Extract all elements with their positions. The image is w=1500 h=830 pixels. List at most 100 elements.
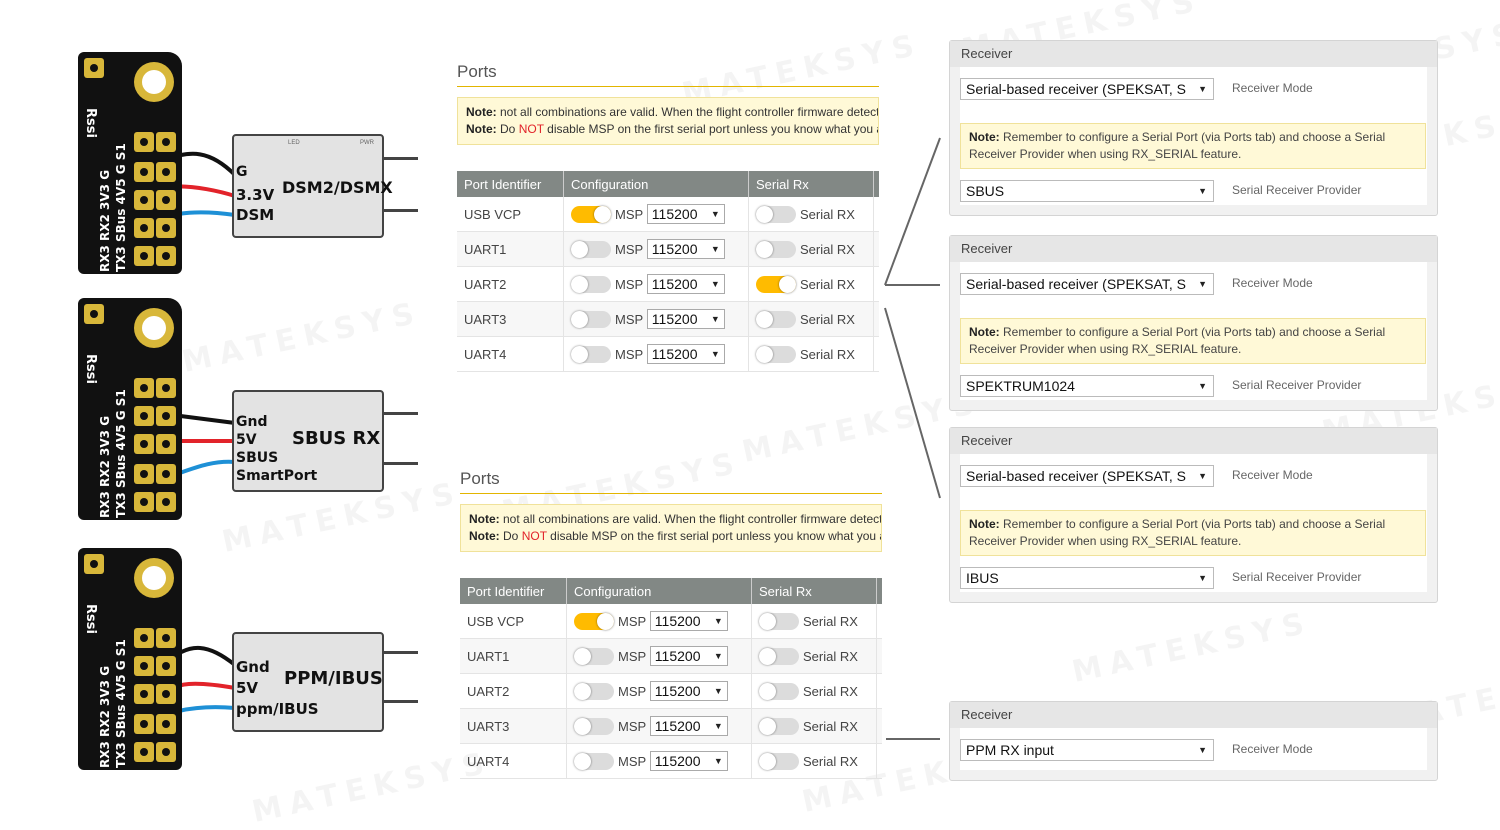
overflow-cell <box>873 266 879 302</box>
port-identifier: UART3 <box>460 708 567 744</box>
pad <box>156 492 176 512</box>
receiver-mode-select[interactable]: Serial-based receiver (SPEKSAT, S <box>960 273 1214 295</box>
serial-rx-toggle[interactable] <box>756 310 796 328</box>
pad <box>84 554 104 574</box>
baud-select[interactable]: 115200 <box>649 611 728 631</box>
pad <box>134 406 154 426</box>
pin-label: 3.3V <box>236 186 275 204</box>
pad <box>156 656 176 676</box>
serial-provider-select[interactable]: SPEKTRUM1024 <box>960 375 1214 397</box>
baud-select[interactable]: 115200 <box>646 344 725 364</box>
receiver-panel-4: Receiver PPM RX input Receiver Mode <box>949 701 1438 781</box>
pad <box>134 190 154 210</box>
pad <box>156 742 176 762</box>
note-text: Do <box>499 529 522 543</box>
note-text: Remember to configure a Serial Port (via… <box>969 325 1386 356</box>
receiver-mode-select[interactable]: PPM RX input <box>960 739 1214 761</box>
receiver-note: Note: Remember to configure a Serial Por… <box>960 318 1426 364</box>
msp-label: MSP <box>615 346 644 362</box>
configuration-cell: MSP 115200 <box>566 673 752 709</box>
header-serial-rx: Serial Rx <box>748 171 874 197</box>
serial-provider-select[interactable]: IBUS <box>960 567 1214 589</box>
header-configuration: Configuration <box>566 578 752 604</box>
overflow-cell <box>876 708 882 744</box>
serial-rx-label: Serial RX <box>800 241 855 257</box>
baud-select[interactable]: 115200 <box>649 646 728 666</box>
serial-provider-select[interactable]: SBUS <box>960 180 1214 202</box>
note-label: Note: <box>469 512 500 526</box>
baud-select[interactable]: 115200 <box>646 204 725 224</box>
baud-select[interactable]: 115200 <box>649 751 728 771</box>
msp-toggle[interactable] <box>574 612 614 630</box>
pad <box>134 742 154 762</box>
receiver-mode-label: Receiver Mode <box>1232 468 1313 482</box>
ports-note: Note: not all combinations are valid. Wh… <box>457 97 879 145</box>
overflow-cell <box>876 604 882 639</box>
led-label: LED <box>288 140 300 146</box>
serial-rx-toggle[interactable] <box>756 275 796 293</box>
serial-rx-toggle[interactable] <box>756 240 796 258</box>
msp-toggle[interactable] <box>571 310 611 328</box>
msp-toggle[interactable] <box>574 682 614 700</box>
receiver-mode-label: Receiver Mode <box>1232 276 1313 290</box>
msp-toggle[interactable] <box>571 205 611 223</box>
msp-label: MSP <box>615 241 644 257</box>
baud-select[interactable]: 115200 <box>649 716 728 736</box>
serial-rx-label: Serial RX <box>800 311 855 327</box>
serial-rx-toggle[interactable] <box>759 612 799 630</box>
pad <box>156 218 176 238</box>
silk-col1: TX3 SBus 4V5 G S1 <box>114 639 128 768</box>
receiver-body: Serial-based receiver (SPEKSAT, S Receiv… <box>960 262 1427 400</box>
ports-panel-1: Ports Note: not all combinations are val… <box>457 62 879 372</box>
msp-toggle[interactable] <box>574 752 614 770</box>
receiver-header: Receiver <box>950 236 1437 262</box>
pad <box>156 464 176 484</box>
pin-label: SmartPort <box>236 468 318 484</box>
msp-toggle[interactable] <box>574 647 614 665</box>
receiver-mode-select[interactable]: Serial-based receiver (SPEKSAT, S <box>960 78 1214 100</box>
msp-toggle[interactable] <box>574 717 614 735</box>
overflow-cell <box>873 197 879 232</box>
serial-rx-cell: Serial RX <box>751 673 877 709</box>
receiver-header: Receiver <box>950 702 1437 728</box>
pad <box>134 378 154 398</box>
pin-label: Gnd <box>236 658 270 676</box>
baud-select[interactable]: 115200 <box>649 681 728 701</box>
mounting-hole <box>134 558 174 598</box>
msp-toggle[interactable] <box>571 240 611 258</box>
serial-rx-toggle[interactable] <box>759 647 799 665</box>
table-header: Port Identifier Configuration Serial Rx <box>460 578 882 604</box>
pad <box>84 58 104 78</box>
note-text: Remember to configure a Serial Port (via… <box>969 130 1386 161</box>
overflow-cell <box>876 743 882 779</box>
receiver-mode-select[interactable]: Serial-based receiver (SPEKSAT, S <box>960 465 1214 487</box>
serial-rx-toggle[interactable] <box>759 682 799 700</box>
msp-label: MSP <box>615 276 644 292</box>
port-identifier: UART4 <box>457 336 564 372</box>
serial-rx-label: Serial RX <box>803 613 858 629</box>
pad <box>156 628 176 648</box>
header-port-identifier: Port Identifier <box>460 578 567 604</box>
baud-select[interactable]: 115200 <box>646 239 725 259</box>
configuration-cell: MSP 115200 <box>566 638 752 674</box>
receiver-name: PPM/IBUS <box>284 668 383 689</box>
ports-table-wrap: Port Identifier Configuration Serial Rx … <box>457 145 879 372</box>
serial-rx-toggle[interactable] <box>756 345 796 363</box>
connector-line <box>884 137 941 286</box>
serial-rx-toggle[interactable] <box>759 752 799 770</box>
msp-toggle[interactable] <box>571 275 611 293</box>
overflow-cell <box>873 336 879 372</box>
pad <box>134 656 154 676</box>
pad <box>156 684 176 704</box>
serial-rx-toggle[interactable] <box>756 205 796 223</box>
baud-select[interactable]: 115200 <box>646 309 725 329</box>
msp-toggle[interactable] <box>571 345 611 363</box>
receiver-header: Receiver <box>950 41 1437 67</box>
pin-label: ppm/IBUS <box>236 700 319 718</box>
baud-select[interactable]: 115200 <box>646 274 725 294</box>
serial-rx-toggle[interactable] <box>759 717 799 735</box>
serial-rx-cell: Serial RX <box>748 197 874 232</box>
